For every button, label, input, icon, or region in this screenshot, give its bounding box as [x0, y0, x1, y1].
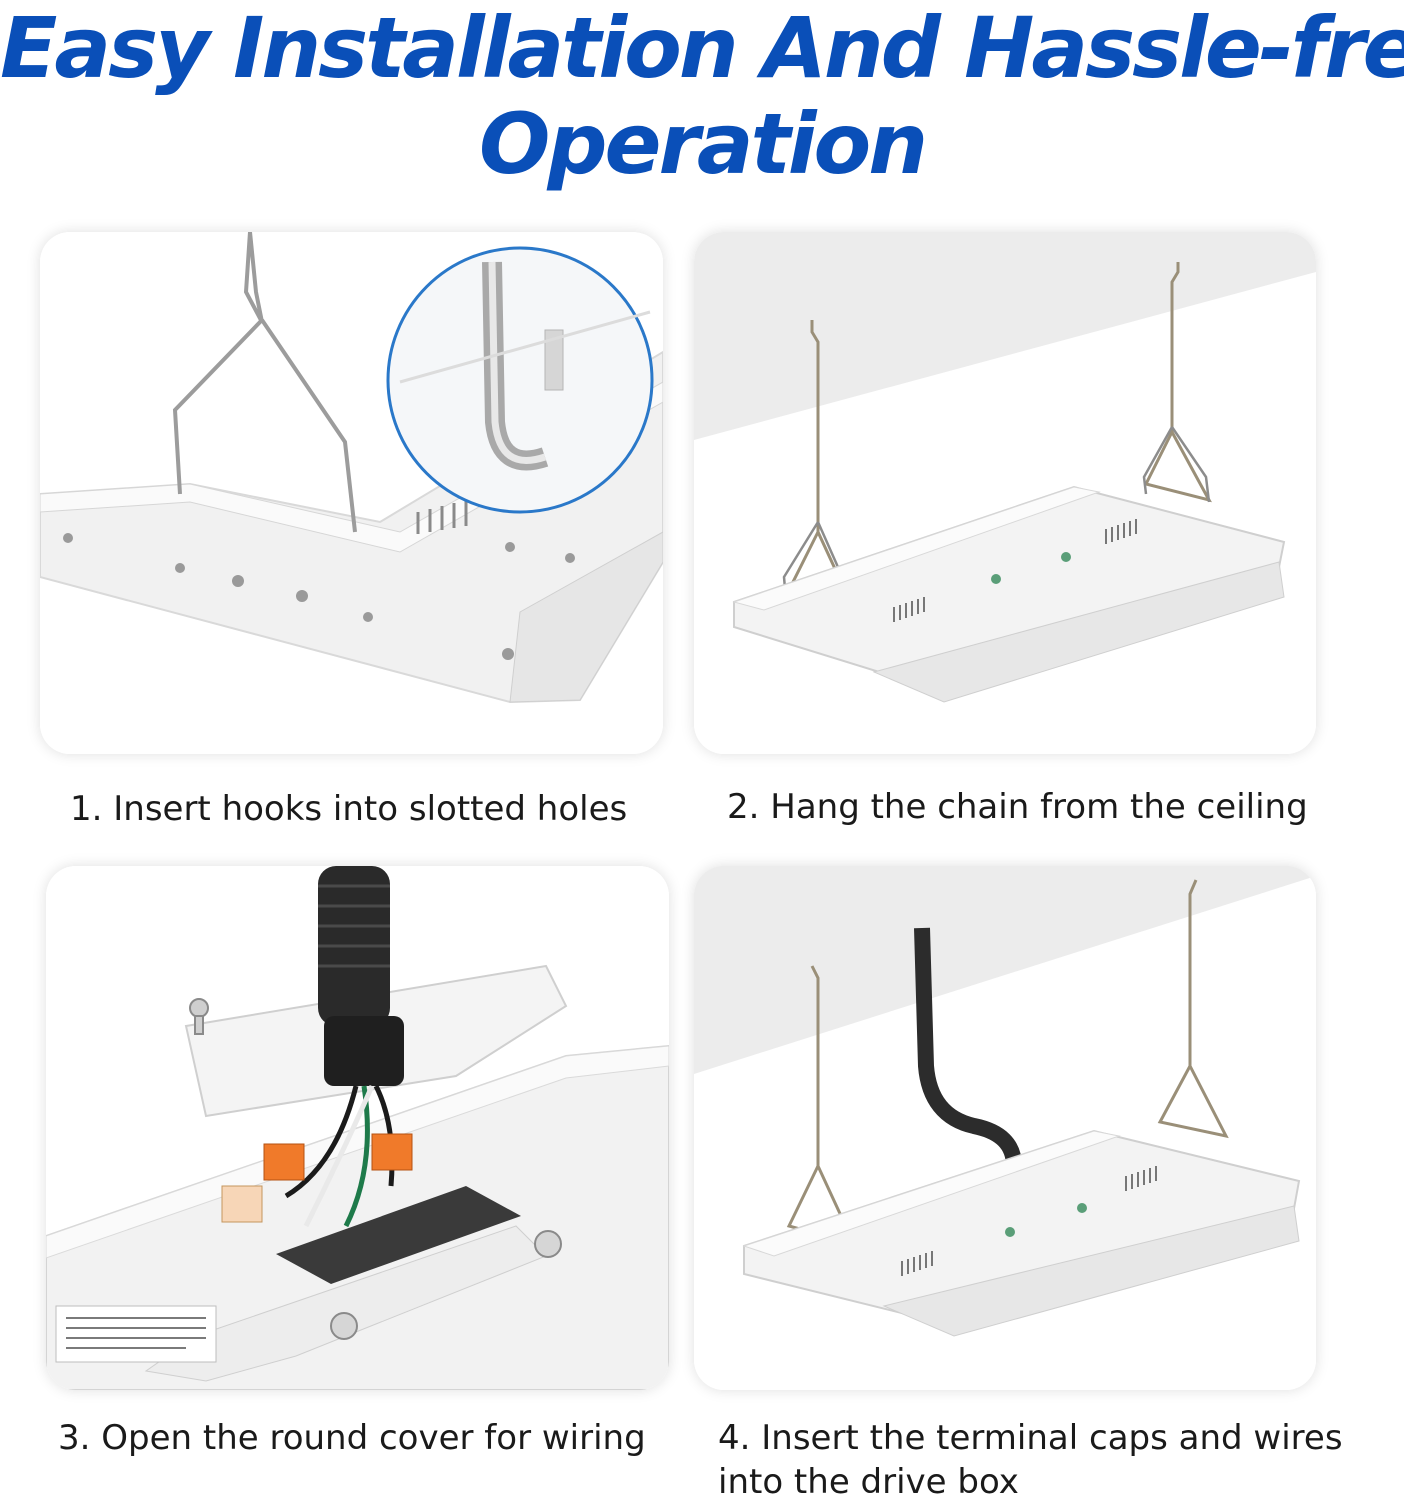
step-4-caption-line-2: into the drive box — [718, 1462, 1019, 1502]
step-2-illustration — [694, 232, 1316, 754]
step-1-image-card — [40, 232, 663, 754]
step-4-image-card — [694, 866, 1316, 1390]
step-3-image-card — [46, 866, 669, 1390]
step-1-illustration — [40, 232, 663, 754]
step-4-caption-line-1: 4. Insert the terminal caps and wires — [718, 1418, 1343, 1458]
step-2-caption: 2. Hang the chain from the ceiling — [727, 787, 1308, 827]
step-4-illustration — [694, 866, 1316, 1390]
headline-line-1: Easy Installation And Hassle-free — [0, 0, 1404, 97]
step-3-caption: 3. Open the round cover for wiring — [58, 1418, 646, 1458]
step-4-caption: 4. Insert the terminal caps and wires in… — [718, 1416, 1343, 1504]
headline-line-2: Operation — [478, 95, 928, 193]
step-3-illustration — [46, 866, 669, 1390]
step-1-caption: 1. Insert hooks into slotted holes — [70, 789, 628, 829]
step-2-image-card — [694, 232, 1316, 754]
